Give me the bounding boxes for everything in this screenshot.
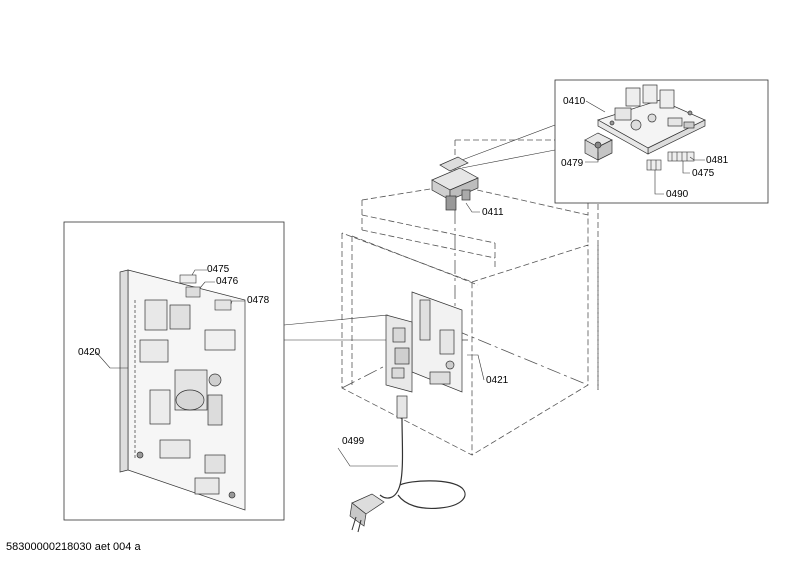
label-0499: 0499	[342, 436, 365, 447]
detail-box-top-right: 0410 0479 0481 0475 0490	[554, 79, 769, 204]
label-0490: 0490	[666, 189, 689, 200]
label-0475-top: 0475	[692, 168, 715, 179]
label-0420: 0420	[78, 347, 101, 358]
connector-0476	[185, 286, 201, 298]
label-0481: 0481	[706, 155, 729, 166]
drawing-id: 58300000218030 aet 004 a	[6, 541, 141, 553]
label-0411: 0411	[482, 207, 504, 218]
detail-box-left: 0475 0476 0478 0420	[63, 221, 285, 521]
callout-lines-top	[461, 124, 556, 169]
label-0475-left: 0475	[207, 264, 230, 275]
module-0479	[584, 132, 613, 161]
control-module-board	[597, 84, 706, 155]
board-assembly-0421	[385, 291, 468, 393]
power-cable-0499	[337, 395, 466, 533]
label-0478: 0478	[247, 295, 270, 306]
connector-0481	[667, 151, 695, 162]
connector-0478	[214, 299, 232, 311]
label-0410: 0410	[563, 96, 586, 107]
callout-lines-left	[283, 314, 389, 341]
label-0476: 0476	[216, 276, 239, 287]
label-0479-top: 0479	[561, 158, 584, 169]
power-module-board	[119, 269, 246, 511]
connector-0475-left	[179, 274, 197, 284]
label-0421: 0421	[486, 375, 509, 386]
bracket-0411	[431, 156, 479, 211]
connector-0490	[646, 159, 662, 171]
